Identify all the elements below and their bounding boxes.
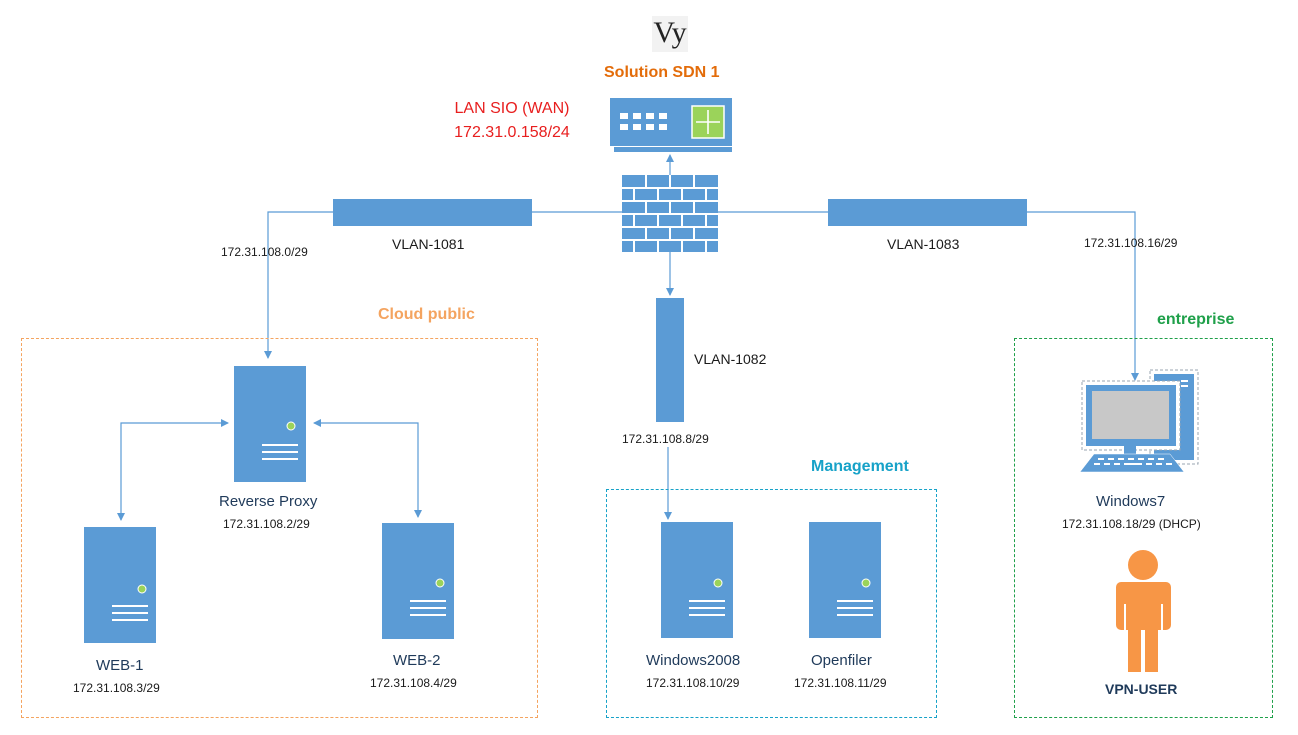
zone-management-title: Management xyxy=(811,458,909,475)
zone-cloud-public-title: Cloud public xyxy=(378,306,475,323)
wan-label-line1: LAN SIO (WAN) xyxy=(454,100,570,117)
windows2008-name: Windows2008 xyxy=(646,652,741,669)
web2-name: WEB-2 xyxy=(393,652,441,669)
vpn-user-label: VPN-USER xyxy=(1105,681,1178,697)
reverse-proxy-ip: 172.31.108.2/29 xyxy=(223,517,310,531)
windows7-ip: 172.31.108.18/29 (DHCP) xyxy=(1062,517,1201,531)
openfiler-name: Openfiler xyxy=(811,652,872,669)
openfiler-ip: 172.31.108.11/29 xyxy=(794,676,887,690)
windows2008-ip: 172.31.108.10/29 xyxy=(646,676,740,690)
desktop-computer-icon xyxy=(1079,369,1199,473)
web2-ip: 172.31.108.4/29 xyxy=(370,676,457,690)
wan-label: LAN SIO (WAN) 172.31.0.158/24 xyxy=(430,97,594,145)
server-openfiler-icon xyxy=(809,522,881,638)
web1-ip: 172.31.108.3/29 xyxy=(73,681,160,695)
link-proxy-web1 xyxy=(117,419,229,521)
vlan-1081-bar xyxy=(333,199,532,226)
server-reverse-proxy-icon xyxy=(234,366,306,482)
link-proxy-web2 xyxy=(313,419,422,518)
logo-text: Vy xyxy=(653,16,687,49)
server-web1-icon xyxy=(84,527,156,643)
router-icon xyxy=(610,98,732,152)
zone-entreprise xyxy=(1014,338,1273,718)
windows7-name: Windows7 xyxy=(1096,493,1166,510)
vlan-1081-subnet: 172.31.108.0/29 xyxy=(221,245,308,259)
link-vlan1081-proxy xyxy=(264,211,622,359)
zone-cloud-public xyxy=(21,338,538,718)
vyos-logo: Vy xyxy=(652,16,688,52)
zone-entreprise-title: entreprise xyxy=(1157,311,1235,328)
vlan-1082-subnet: 172.31.108.8/29 xyxy=(622,432,709,446)
vlan-1083-subnet: 172.31.108.16/29 xyxy=(1084,236,1178,250)
reverse-proxy-name: Reverse Proxy xyxy=(219,493,318,510)
wan-address: 172.31.0.158/24 xyxy=(454,124,570,141)
zone-management xyxy=(606,489,937,718)
vlan-1083-label: VLAN-1083 xyxy=(887,236,960,252)
vlan-1082-bar xyxy=(656,298,684,422)
server-windows2008-icon xyxy=(661,522,733,638)
vlan-1083-bar xyxy=(828,199,1027,226)
vlan-1081-label: VLAN-1081 xyxy=(392,236,465,252)
server-web2-icon xyxy=(382,523,454,639)
vlan-1082-label: VLAN-1082 xyxy=(694,351,767,367)
firewall-icon xyxy=(622,175,718,252)
page-title: Solution SDN 1 xyxy=(604,64,720,81)
web1-name: WEB-1 xyxy=(96,657,144,674)
user-icon xyxy=(1116,550,1171,672)
